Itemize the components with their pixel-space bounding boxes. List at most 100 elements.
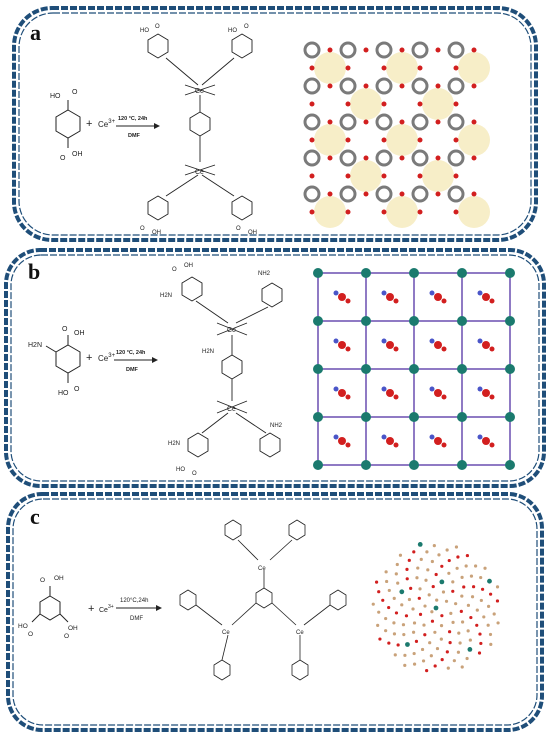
nitrogen-atom: [477, 338, 483, 344]
panel-c-ligand-group-5: OH: [68, 625, 78, 632]
nitrogen-atom: [333, 290, 339, 296]
packing-atom: [435, 646, 440, 651]
panel-c-ce-atom-1: Ce: [258, 566, 266, 572]
panel-a-product-structure: [147, 33, 253, 221]
ce-node: [361, 268, 371, 278]
nitrogen-atom: [477, 386, 483, 392]
oxygen-atom: [417, 65, 423, 71]
oxygen-atom: [386, 293, 394, 301]
framework-node: [386, 196, 418, 228]
packing-atom: [423, 633, 427, 637]
panel-a-product-group-7: O: [236, 226, 241, 232]
oxygen-atom: [381, 173, 387, 179]
nitrogen-atom: [477, 290, 483, 296]
oxygen-atom: [327, 155, 333, 161]
panel-b-ligand-group-3: H2N: [28, 342, 42, 349]
linker-ring: [375, 113, 393, 131]
oxygen-atom: [393, 298, 399, 304]
linker-ring: [411, 185, 429, 203]
packing-atom: [418, 587, 422, 591]
panel-a-ce-atom-2: Ce: [195, 169, 204, 176]
packing-atom: [457, 631, 461, 635]
panel-b-figure: b O OH H2N HO O + Ce3+ 120 °C, 24h DMF: [4, 248, 546, 488]
nitrogen-atom: [333, 386, 339, 392]
nitrogen-atom: [429, 338, 435, 344]
packing-atom: [470, 595, 475, 599]
packing-atom: [377, 610, 381, 614]
packing-atom: [371, 602, 375, 606]
oxygen-atom: [453, 101, 459, 107]
packing-atom: [425, 550, 429, 554]
packing-atom: [405, 567, 409, 571]
packing-atom: [454, 545, 459, 549]
nitrogen-atom: [429, 290, 435, 296]
oxygen-atom: [309, 101, 315, 107]
packing-atom: [387, 588, 391, 593]
panel-c-ligand-group-6: O: [64, 633, 69, 640]
oxygen-atom: [345, 101, 351, 107]
packing-atom: [489, 592, 493, 596]
ce-node: [361, 460, 371, 470]
packing-atom: [488, 632, 493, 637]
panel-a-ligand-group-2: O: [72, 89, 78, 96]
oxygen-atom: [434, 341, 442, 349]
packing-atom: [396, 581, 400, 585]
panel-a-product-group-2: O: [155, 24, 160, 30]
panel-c-ligand-group-3: HO: [18, 623, 28, 630]
ce-node: [361, 364, 371, 374]
nitrogen-atom: [333, 338, 339, 344]
packing-atom: [439, 637, 443, 641]
panel-b-product-group-5: NH2: [270, 423, 283, 429]
panel-c-conditions-top: 120°C,24h: [120, 598, 148, 604]
linker-ring: [375, 185, 393, 203]
panel-c-border: [6, 492, 544, 732]
panel-b-product-group-4: H2N: [168, 441, 180, 447]
panel-a-border: [12, 6, 538, 242]
panel-b-conditions-top: 120 °C, 24h: [116, 350, 146, 356]
packing-atom: [425, 669, 429, 673]
panel-b-product-structure: [181, 276, 283, 458]
panel-a-plus: +: [86, 118, 92, 130]
panel-a-conditions-bottom: DMF: [128, 133, 141, 139]
packing-atom: [468, 638, 472, 642]
oxygen-atom: [489, 442, 495, 448]
packing-atom: [400, 603, 404, 607]
oxygen-atom: [489, 298, 495, 304]
linker-ring: [447, 113, 465, 131]
packing-atom: [395, 562, 399, 567]
panel-c-ligand-group-4: O: [28, 631, 33, 638]
panel-a-product-group-1: HO: [140, 28, 149, 34]
packing-atom: [451, 580, 455, 584]
oxygen-atom: [435, 47, 441, 53]
packing-atom: [466, 603, 471, 607]
packing-atom: [486, 604, 491, 608]
framework-node: [458, 52, 490, 84]
oxygen-atom: [363, 83, 369, 89]
packing-atom: [401, 623, 406, 627]
ce-node: [313, 268, 323, 278]
oxygen-atom: [441, 346, 447, 352]
linker-ring: [375, 77, 393, 95]
oxygen-atom: [345, 209, 351, 215]
packing-atom: [445, 548, 449, 552]
oxygen-atom: [399, 83, 405, 89]
oxygen-atom: [345, 394, 351, 400]
linker-ring: [411, 77, 429, 95]
panel-a-ligand-group-3: O: [60, 155, 66, 162]
oxygen-atom: [381, 137, 387, 143]
framework-node: [350, 160, 382, 192]
packing-atom: [454, 602, 458, 606]
panel-b-product-group-7: OH: [184, 263, 193, 269]
packing-atom: [447, 571, 451, 575]
oxygen-atom: [435, 191, 441, 197]
oxygen-atom: [453, 173, 459, 179]
oxygen-atom: [338, 341, 346, 349]
packing-atom: [415, 576, 419, 580]
packing-atom: [377, 590, 381, 594]
panel-b-border: [4, 248, 546, 488]
panel-a-product-group-8: OH: [248, 230, 257, 236]
framework-node: [314, 52, 346, 84]
packing-atom: [434, 572, 438, 577]
panel-c-label: c: [30, 504, 40, 529]
ce-node: [409, 412, 419, 422]
